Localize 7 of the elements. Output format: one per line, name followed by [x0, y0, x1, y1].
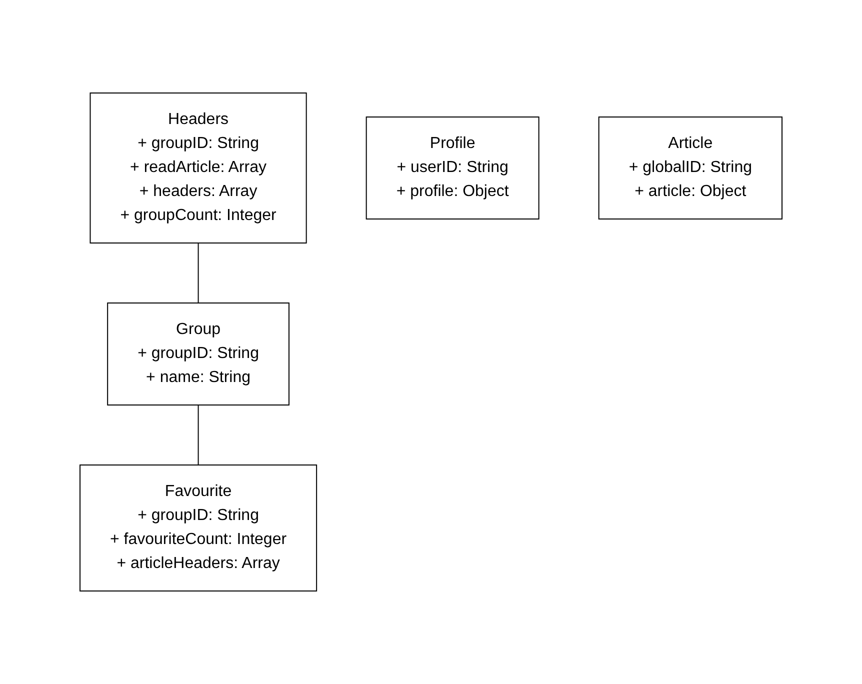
node-box: Headers + groupID: String + readArticle: Array + headers: Array + groupCount: Integer	[90, 92, 307, 244]
node-box: Profile + userID: String + profile: Object	[366, 116, 540, 220]
node-box: Group + groupID: String + name: String	[107, 302, 290, 406]
connector	[198, 404, 199, 466]
node-box: Article + globalID: String + article: Object	[598, 116, 782, 220]
connector	[198, 242, 199, 304]
node-box: Favourite + groupID: String + favouriteCount: Integer + articleHeaders: Array	[80, 464, 318, 592]
